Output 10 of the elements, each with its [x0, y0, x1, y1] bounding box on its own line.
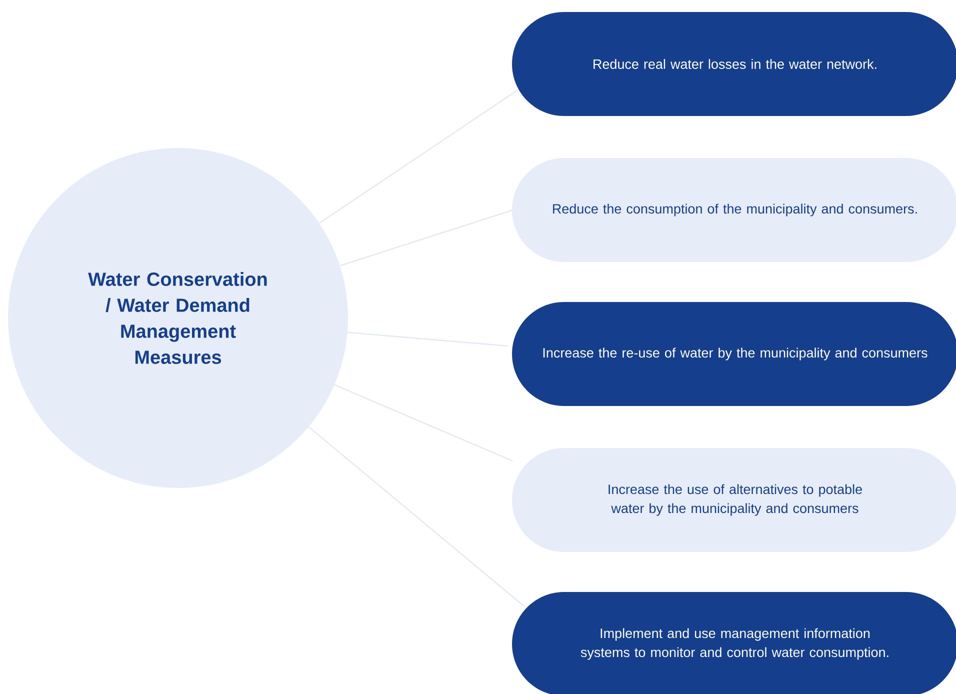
connector-line [334, 384, 514, 462]
measure-pill: Increase the re-use of water by the municipality and consumers [512, 302, 956, 406]
connector-line [308, 426, 524, 606]
measure-pill: Reduce real water losses in the water network. [512, 12, 956, 116]
connector-line [348, 332, 508, 347]
measure-pill: Increase the use of alternatives to potable water by the municipality and consumers [512, 448, 956, 552]
measure-pill: Reduce the consumption of the municipality and consumers. [512, 158, 956, 262]
connector-line [340, 209, 513, 266]
connector-line [319, 90, 518, 224]
measure-pill: Implement and use management information systems to monitor and control water consumption. [512, 592, 956, 694]
